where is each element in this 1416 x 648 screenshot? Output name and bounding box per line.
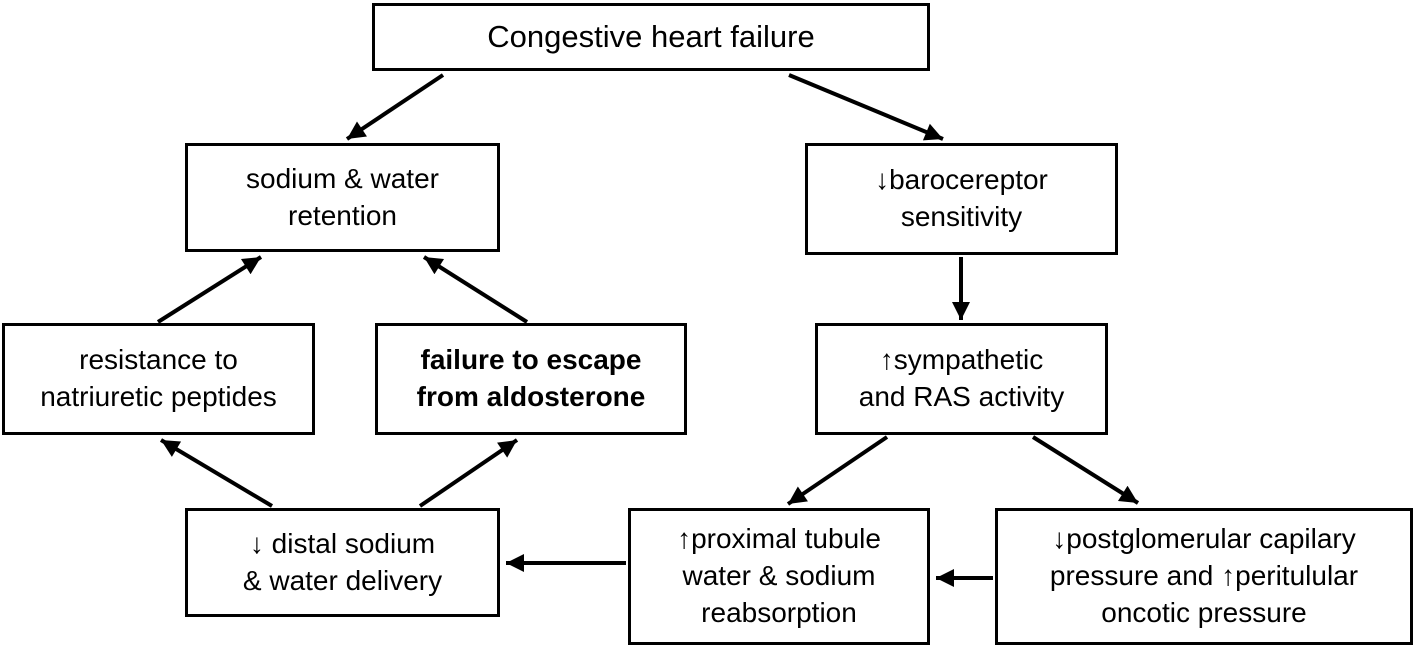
node-label: resistance to [79, 344, 238, 376]
node-label: retention [288, 199, 397, 231]
node-proximal-tubule-reabsorption: ↑proximal tubule water & sodium reabsorp… [628, 508, 930, 645]
edge-sympathetic-to-proximal [786, 435, 889, 506]
node-failure-escape-aldosterone: failure to escape from aldosterone [375, 323, 687, 435]
node-sodium-water-retention: sodium & water retention [185, 143, 500, 252]
node-label: water & sodium [682, 560, 876, 592]
node-label: reabsorption [701, 596, 857, 628]
node-label: sodium & water [246, 162, 439, 194]
node-label: ↓ distal sodium [249, 527, 436, 559]
node-label: natriuretic peptides [40, 381, 277, 412]
node-label: from aldosterone [416, 381, 646, 412]
edge-sympathetic-to-postglomerular [1031, 435, 1140, 505]
node-label: ↓postglomerular capilary [1052, 523, 1356, 555]
edge-resistance-to-sodium-retention [156, 255, 263, 324]
edge-chf-to-barocereptor [788, 73, 944, 141]
node-postglomerular-oncotic-pressure: ↓postglomerular capilary pressure and ↑p… [995, 508, 1413, 645]
node-sympathetic-ras-activity: ↑sympathetic and RAS activity [815, 323, 1108, 435]
node-label: ↓barocereptor [875, 164, 1048, 196]
node-label: sensitivity [900, 201, 1023, 232]
node-label: and RAS activity [858, 381, 1065, 412]
edge-distal-to-resistance [159, 438, 274, 508]
node-resistance-natriuretic-peptides: resistance to natriuretic peptides [2, 323, 315, 435]
node-congestive-heart-failure: Congestive heart failure [372, 3, 930, 71]
node-label: & water delivery [242, 564, 443, 596]
node-label: oncotic pressure [1101, 596, 1307, 628]
node-label: pressure and ↑peritulular [1049, 560, 1359, 592]
edge-distal-to-aldosterone [418, 438, 519, 508]
node-barocereptor-sensitivity: ↓barocereptor sensitivity [805, 143, 1118, 255]
edge-chf-to-sodium-retention [345, 73, 445, 141]
node-label: Congestive heart failure [487, 18, 815, 54]
node-distal-sodium-water-delivery: ↓ distal sodium & water delivery [185, 508, 500, 617]
node-label: failure to escape [420, 344, 642, 376]
node-label: ↑proximal tubule [677, 523, 881, 555]
edge-aldosterone-to-sodium-retention [422, 255, 529, 324]
node-label: ↑sympathetic [879, 344, 1044, 376]
